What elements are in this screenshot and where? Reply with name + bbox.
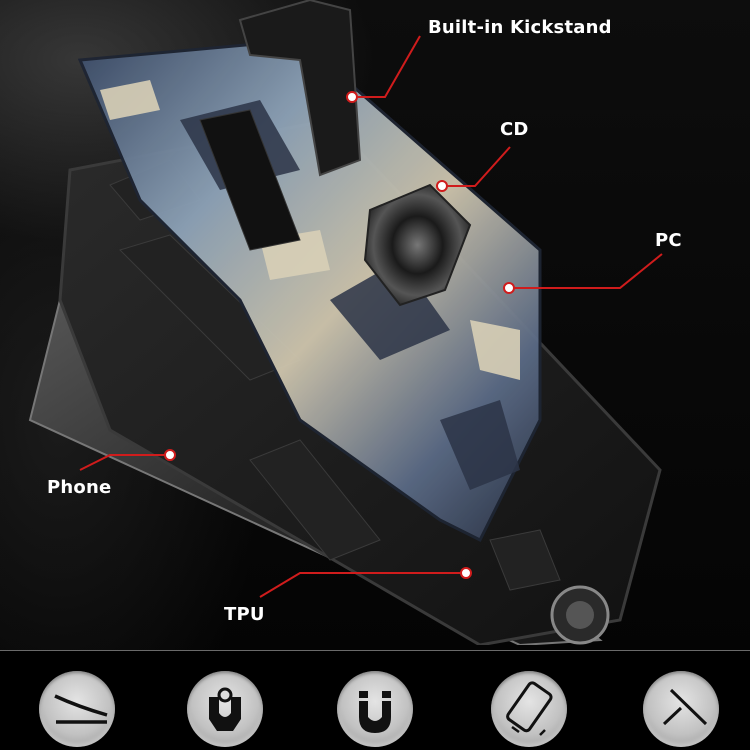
kickstand-angle-icon bbox=[54, 694, 108, 724]
shockproof-phone-icon bbox=[506, 681, 553, 736]
feature-icon-bar bbox=[0, 651, 750, 750]
feature-shockproof bbox=[491, 671, 567, 747]
label-cd: CD bbox=[500, 119, 529, 140]
label-pc: PC bbox=[655, 230, 682, 251]
magnetic-icon bbox=[359, 691, 391, 733]
feature-ring-holder bbox=[187, 671, 263, 747]
label-tpu: TPU bbox=[224, 604, 265, 625]
exploded-case-illustration bbox=[28, 0, 662, 645]
label-built-in-kickstand: Built-in Kickstand bbox=[428, 17, 612, 38]
ring-holder-icon bbox=[209, 687, 241, 731]
stand-support-icon bbox=[662, 688, 708, 726]
feature-kickstand-angle bbox=[39, 671, 115, 747]
feature-magnetic bbox=[337, 671, 413, 747]
divider-line bbox=[0, 650, 750, 651]
label-phone: Phone bbox=[47, 477, 112, 498]
feature-stand-support bbox=[643, 671, 719, 747]
